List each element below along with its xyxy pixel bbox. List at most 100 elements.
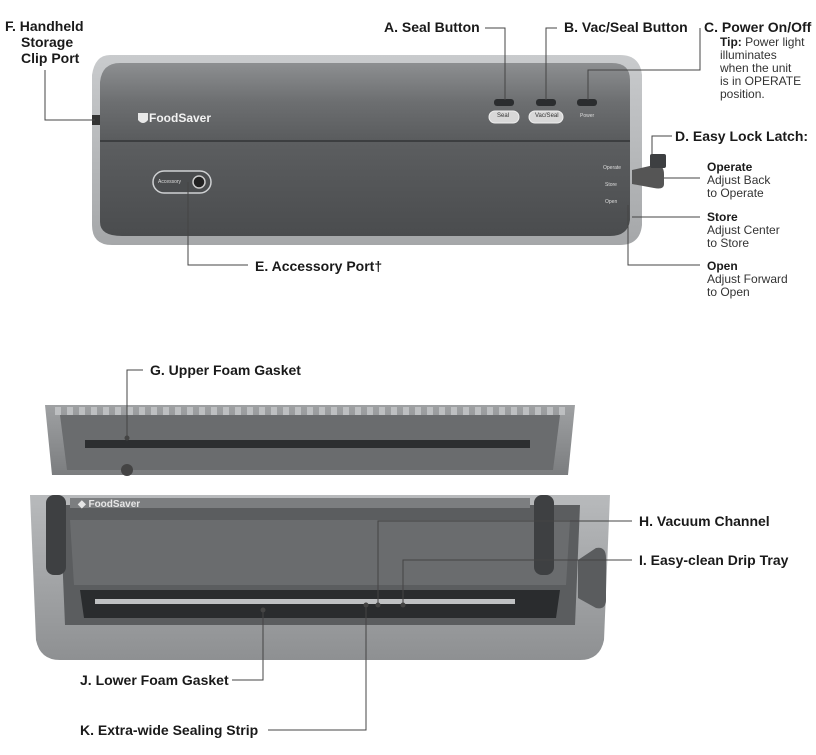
device-brand: FoodSaver [149, 111, 212, 125]
power-indicator-icon [577, 99, 597, 106]
lid-rib [139, 407, 145, 415]
callout-c-tip: Tip: Power light illuminates when the un… [720, 36, 805, 101]
lid-rib [355, 407, 361, 415]
latch-store-label: Store [605, 182, 617, 188]
lid-rib [451, 407, 457, 415]
leader-lines [44, 27, 701, 731]
svg-text:◆ FoodSaver: ◆ FoodSaver [77, 499, 140, 510]
lid-rib [343, 407, 349, 415]
lid-rib [163, 407, 169, 415]
sealing-strip-icon [95, 599, 515, 604]
vacseal-button[interactable] [528, 110, 564, 124]
lid-rib [295, 407, 301, 415]
lid-rib [427, 407, 433, 415]
callout-i: I. Easy-clean Drip Tray [639, 552, 789, 568]
store-line1: Adjust Center [707, 223, 780, 237]
callout-f-line3: Clip Port [21, 50, 80, 66]
lid-rib [67, 407, 73, 415]
lid-rib [271, 407, 277, 415]
lid-rib [463, 407, 469, 415]
lid-rib [391, 407, 397, 415]
seal-button-label: Seal [497, 113, 510, 119]
lid-rib [55, 407, 61, 415]
easy-lock-latch-icon [632, 164, 664, 189]
operate-line1: Adjust Back [707, 173, 771, 187]
accessory-port-icon [192, 175, 206, 189]
open-line2: to Open [707, 285, 750, 299]
store-line2: to Store [707, 236, 750, 250]
lid-rib [487, 407, 493, 415]
lid-rib [499, 407, 505, 415]
seal-indicator-icon [494, 99, 514, 106]
operate-line2: to Operate [707, 186, 764, 200]
callout-a: A. Seal Button [384, 19, 480, 35]
lid-rib [331, 407, 337, 415]
store-title: Store [707, 210, 738, 224]
brand-shield-icon [138, 113, 148, 123]
upper-foam-gasket-icon [85, 440, 530, 448]
lid-rib [223, 407, 229, 415]
lid-rib [235, 407, 241, 415]
callout-d: D. Easy Lock Latch: [675, 128, 809, 144]
lid-rib [103, 407, 109, 415]
tip-first: Power light [745, 35, 805, 49]
lid-rib [127, 407, 133, 415]
lid-rib [283, 407, 289, 415]
callout-h: H. Vacuum Channel [639, 513, 770, 529]
vacseal-indicator-icon [536, 99, 556, 106]
tip-line2: illuminates [720, 48, 777, 62]
lid-rib [559, 407, 565, 415]
latch-open-label: Open [605, 199, 618, 205]
operate-title: Operate [707, 160, 753, 174]
seal-button[interactable] [488, 110, 520, 124]
lid-rib [259, 407, 265, 415]
lid-rib [79, 407, 85, 415]
tip-line3: when the unit [720, 61, 792, 75]
open-unit: ◆ FoodSaver [30, 405, 610, 660]
callout-j: J. Lower Foam Gasket [80, 672, 229, 688]
callout-c: C. Power On/Off [704, 19, 812, 35]
lid-rib [475, 407, 481, 415]
callout-d-open: Open Adjust Forward to Open [707, 260, 788, 299]
accessory-label: Accessory [158, 179, 182, 185]
tip-label: Tip: [720, 35, 742, 49]
lid-rib [187, 407, 193, 415]
lid-rib [175, 407, 181, 415]
clip-port-icon [92, 115, 100, 125]
latch-operate-label: Operate [603, 165, 622, 171]
callout-k: K. Extra-wide Sealing Strip [80, 722, 259, 738]
tip-line5: position. [720, 87, 765, 101]
lid-rib [91, 407, 97, 415]
open-title: Open [707, 259, 738, 273]
callout-d-store: Store Adjust Center to Store [707, 211, 780, 250]
power-label: Power [580, 113, 595, 119]
callout-f: F. Handheld Storage Clip Port [5, 18, 84, 66]
lid-rib [511, 407, 517, 415]
open-latch-icon [578, 547, 606, 609]
lid-rib [367, 407, 373, 415]
tip-line4: is in OPERATE [720, 74, 802, 88]
unit-front-panel [100, 142, 630, 236]
callout-g: G. Upper Foam Gasket [150, 362, 301, 378]
lid-rib [535, 407, 541, 415]
lid-rib [151, 407, 157, 415]
callout-d-operate: Operate Adjust Back to Operate [707, 161, 770, 200]
lid-rib [523, 407, 529, 415]
lid-rib [115, 407, 121, 415]
lid-rib [403, 407, 409, 415]
lid-rib [415, 407, 421, 415]
lid-rib [247, 407, 253, 415]
lid-rib [379, 407, 385, 415]
lid-rib [307, 407, 313, 415]
open-line1: Adjust Forward [707, 272, 788, 286]
vacseal-button-label: Vac/Seal [535, 113, 559, 119]
callout-f-line1: F. Handheld [5, 18, 84, 34]
lid-rib [199, 407, 205, 415]
callout-b: B. Vac/Seal Button [564, 19, 688, 35]
lid-rib [211, 407, 217, 415]
lid-rib [319, 407, 325, 415]
lid-rib [547, 407, 553, 415]
lid-rib [439, 407, 445, 415]
callout-f-line2: Storage [21, 34, 74, 50]
